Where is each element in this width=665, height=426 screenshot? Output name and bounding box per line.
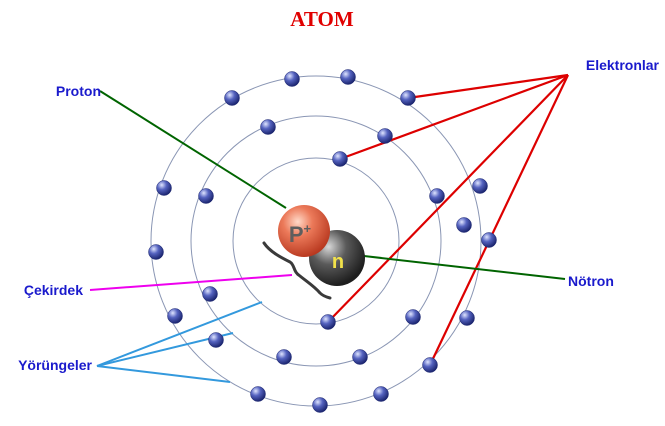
label-orbits: Yörüngeler bbox=[18, 357, 92, 373]
electron bbox=[312, 397, 328, 413]
electron bbox=[340, 69, 356, 85]
electron bbox=[320, 314, 336, 330]
electron bbox=[202, 286, 218, 302]
electron bbox=[208, 332, 224, 348]
nucleus: n P+ bbox=[262, 205, 365, 300]
electron bbox=[284, 71, 300, 87]
label-neutron: Nötron bbox=[568, 273, 614, 289]
proton-symbol: P+ bbox=[289, 221, 312, 247]
orbit-inner bbox=[232, 157, 400, 325]
electron bbox=[198, 188, 214, 204]
electron bbox=[456, 217, 472, 233]
electron bbox=[332, 151, 348, 167]
proton-sphere bbox=[278, 205, 330, 257]
electron bbox=[167, 308, 183, 324]
label-proton: Proton bbox=[56, 83, 101, 99]
electron-leader-lines bbox=[327, 73, 569, 366]
electron bbox=[405, 309, 421, 325]
diagram-title: ATOM bbox=[290, 7, 354, 31]
proton-leader-line bbox=[99, 90, 287, 209]
electron bbox=[156, 180, 172, 196]
nucleus-brace bbox=[262, 241, 332, 300]
electron bbox=[224, 90, 240, 106]
electron bbox=[377, 128, 393, 144]
label-nucleus: Çekirdek bbox=[24, 282, 83, 298]
nucleus-leader-line bbox=[89, 274, 293, 291]
neutron-symbol: n bbox=[332, 251, 344, 273]
electron bbox=[459, 310, 475, 326]
label-electrons: Elektronlar bbox=[586, 57, 660, 73]
electron bbox=[481, 232, 497, 248]
electron bbox=[400, 90, 416, 106]
electron bbox=[260, 119, 276, 135]
electron bbox=[148, 244, 164, 260]
electron bbox=[472, 178, 488, 194]
orbit-middle bbox=[190, 115, 442, 367]
electrons bbox=[148, 69, 497, 413]
electron bbox=[352, 349, 368, 365]
electron bbox=[429, 188, 445, 204]
electron bbox=[276, 349, 292, 365]
electron bbox=[422, 357, 438, 373]
electron bbox=[250, 386, 266, 402]
neutron-leader-line bbox=[363, 255, 566, 280]
proton-charge: + bbox=[304, 221, 312, 236]
proton-letter: P bbox=[289, 222, 304, 247]
electron bbox=[373, 386, 389, 402]
